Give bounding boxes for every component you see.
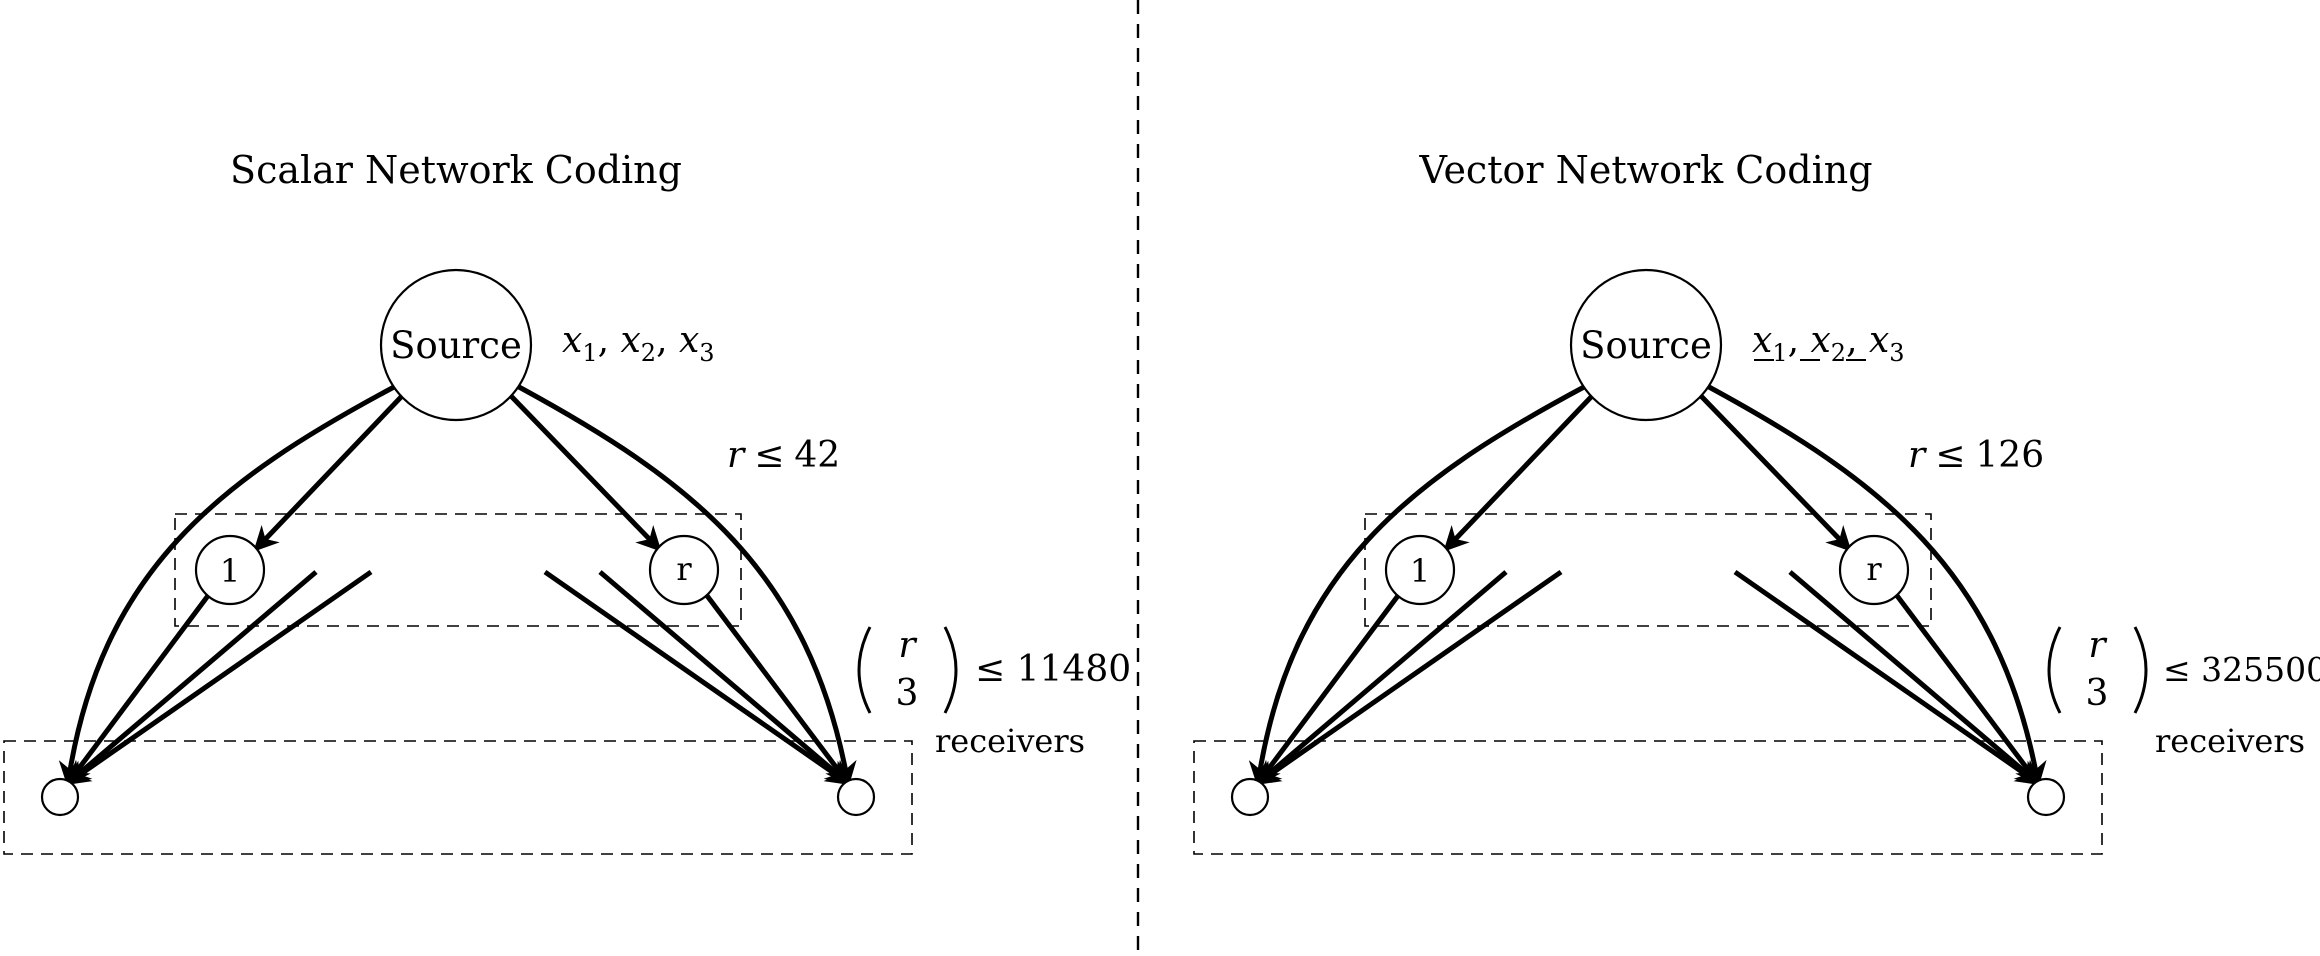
edge-fragment-left-b bbox=[1254, 569, 1563, 786]
scalar-panel: Scalar Network Coding Source 1 r bbox=[3, 148, 1131, 855]
source-symbols: x1, x2, x3 bbox=[1752, 320, 1905, 367]
edge-fragment-left-a bbox=[1255, 570, 1508, 786]
source-symbols: x1, x2, x3 bbox=[562, 320, 715, 367]
source-label: Source bbox=[1580, 324, 1712, 367]
edge-source-to-node1 bbox=[253, 394, 404, 552]
receiver-group-box bbox=[3, 740, 913, 855]
binom-bound: ≤ 325500 bbox=[2163, 650, 2320, 689]
binom-top: r bbox=[898, 625, 917, 666]
edge-source-to-left-receiver bbox=[1248, 384, 1586, 787]
edge-source-to-right-receiver bbox=[517, 384, 857, 787]
receiver-node-right bbox=[836, 777, 876, 817]
edge-source-to-noder bbox=[1699, 394, 1852, 552]
receiver-node-left bbox=[40, 777, 80, 817]
rate-bound: r≤126 bbox=[1908, 435, 2044, 476]
edge-source-to-node1 bbox=[1443, 394, 1594, 552]
edge-fragment-right-b bbox=[598, 570, 851, 786]
relay-node-1: 1 bbox=[1384, 534, 1456, 606]
binom-bottom: 3 bbox=[2086, 673, 2109, 714]
edge-fragment-right-b bbox=[1788, 570, 2041, 786]
edge-source-to-right-receiver bbox=[1707, 384, 2047, 787]
edge-noder-to-right-receiver bbox=[1893, 591, 2041, 786]
source-node: Source bbox=[379, 268, 533, 422]
edge-fragment-left-a bbox=[65, 570, 318, 786]
relay-node-r-label: r bbox=[676, 550, 692, 588]
edge-node1-to-left-receiver bbox=[1255, 591, 1403, 787]
scalar-title: Scalar Network Coding bbox=[230, 148, 682, 192]
vector-panel: Vector Network Coding Source 1 r x1, x bbox=[1193, 148, 2320, 855]
binom-bound: ≤ 11480 bbox=[975, 649, 1131, 690]
relay-node-r-label: r bbox=[1866, 550, 1882, 588]
source-label: Source bbox=[390, 324, 522, 367]
relay-group-box bbox=[174, 513, 742, 627]
binom-bottom: 3 bbox=[896, 673, 919, 714]
relay-group-box bbox=[1364, 513, 1932, 627]
receiver-count-bound: r 3 ≤ 11480 bbox=[857, 625, 1131, 714]
vector-title: Vector Network Coding bbox=[1418, 148, 1872, 192]
rate-bound: r≤42 bbox=[727, 435, 840, 476]
receiver-group-box bbox=[1193, 740, 2103, 855]
edge-source-to-left-receiver bbox=[58, 384, 396, 787]
receivers-label: receivers bbox=[2155, 722, 2305, 760]
receiver-count-bound: r 3 ≤ 325500 bbox=[2047, 625, 2320, 714]
edge-source-to-noder bbox=[509, 394, 662, 552]
relay-node-1-label: 1 bbox=[220, 552, 240, 590]
relay-node-r: r bbox=[648, 534, 720, 606]
receivers-label: receivers bbox=[935, 722, 1085, 760]
binom-top: r bbox=[2088, 625, 2107, 666]
edge-fragment-right-a bbox=[543, 569, 852, 786]
receiver-node-left bbox=[1230, 777, 1270, 817]
edge-fragment-left-b bbox=[64, 569, 373, 786]
relay-node-r: r bbox=[1838, 534, 1910, 606]
relay-node-1-label: 1 bbox=[1410, 552, 1430, 590]
edge-fragment-right-a bbox=[1733, 569, 2042, 786]
relay-node-1: 1 bbox=[194, 534, 266, 606]
edge-noder-to-right-receiver bbox=[703, 591, 851, 786]
source-node: Source bbox=[1569, 268, 1723, 422]
edge-node1-to-left-receiver bbox=[65, 591, 213, 787]
receiver-node-right bbox=[2026, 777, 2066, 817]
